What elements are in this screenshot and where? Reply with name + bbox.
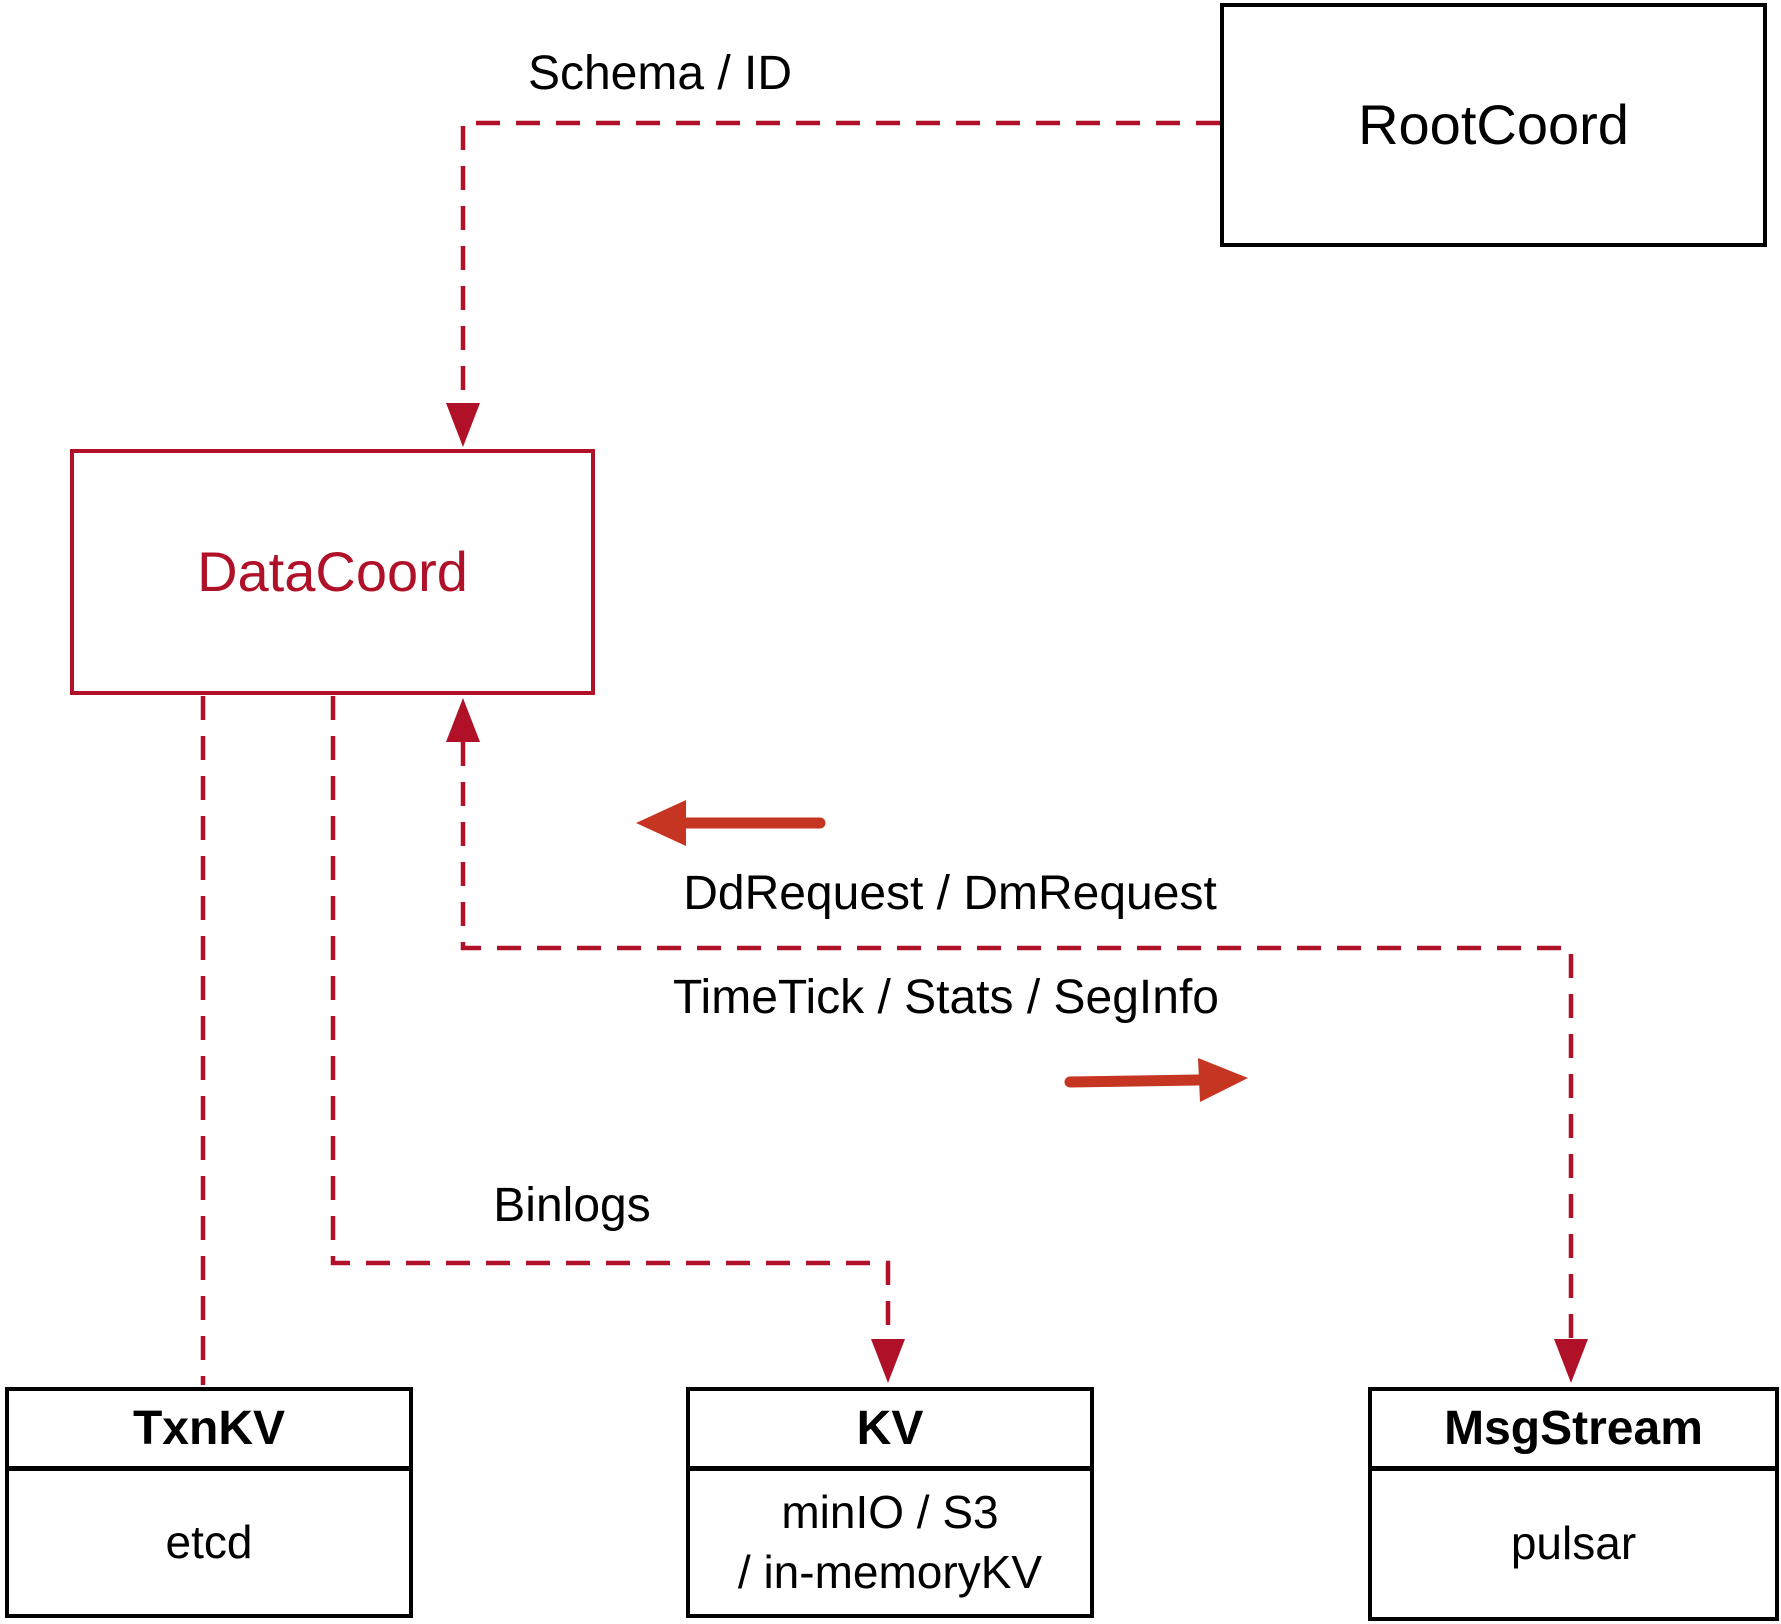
kv-title: KV bbox=[690, 1391, 1090, 1471]
left-direction-arrow-icon bbox=[636, 800, 826, 846]
schema-id-edge-label: Schema / ID bbox=[527, 47, 793, 100]
schema-id-connector bbox=[460, 120, 1220, 403]
kv-node: KV minIO / S3 / in-memoryKV bbox=[686, 1387, 1094, 1618]
ddrequest-dmrequest-edge-label: DdRequest / DmRequest bbox=[683, 867, 1217, 920]
msgstream-body: pulsar bbox=[1510, 1517, 1637, 1570]
kv-arrowhead-icon bbox=[871, 1339, 905, 1383]
txnkv-body: etcd bbox=[165, 1515, 253, 1568]
kv-body-line1: minIO / S3 bbox=[781, 1485, 999, 1538]
msgstream-arrowhead-icon bbox=[1554, 1339, 1588, 1383]
kv-body-line2: / in-memoryKV bbox=[737, 1545, 1043, 1598]
msgstream-node: MsgStream pulsar bbox=[1368, 1387, 1779, 1621]
datacoord-msgstream-connector bbox=[460, 742, 1574, 1339]
msgstream-title: MsgStream bbox=[1372, 1391, 1775, 1471]
txnkv-title: TxnKV bbox=[9, 1391, 409, 1471]
right-direction-arrow-icon bbox=[1064, 1058, 1248, 1102]
timetick-stats-seginfo-edge-label: TimeTick / Stats / SegInfo bbox=[673, 971, 1219, 1024]
binlogs-edge-label: Binlogs bbox=[493, 1179, 651, 1232]
txnkv-node: TxnKV etcd bbox=[5, 1387, 413, 1618]
rootcoord-label: RootCoord bbox=[1358, 93, 1629, 156]
binlogs-connector bbox=[330, 696, 891, 1339]
kv-body: minIO / S3 / in-memoryKV bbox=[690, 1471, 1090, 1614]
rootcoord-node: RootCoord bbox=[1220, 3, 1767, 247]
datacoord-label: DataCoord bbox=[197, 540, 468, 603]
schema-id-arrowhead-icon bbox=[446, 403, 480, 447]
datacoord-node: DataCoord bbox=[70, 449, 595, 695]
up-arrowhead-icon bbox=[446, 698, 480, 742]
